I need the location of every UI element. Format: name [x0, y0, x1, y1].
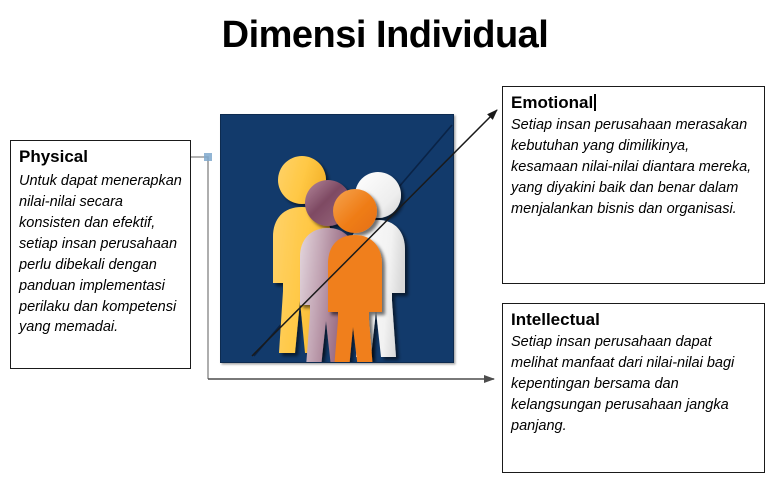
callout-intellectual-body: Setiap insan perusahaan dapat melihat ma… [511, 334, 735, 434]
callout-emotional-body: Setiap insan perusahaan merasakan kebutu… [511, 117, 752, 217]
callout-physical-body: Untuk dapat menerapkan nilai-nilai secar… [19, 173, 182, 336]
callout-intellectual: Intellectual Setiap insan perusahaan dap… [502, 303, 765, 473]
silhouettes-svg [253, 124, 453, 362]
callout-physical: Physical Untuk dapat menerapkan nilai-ni… [10, 140, 191, 369]
callout-emotional: Emotional Setiap insan perusahaan merasa… [502, 86, 765, 284]
page-title: Dimensi Individual [221, 14, 549, 56]
text-cursor-caret [594, 94, 596, 111]
four-people-silhouettes-image [220, 114, 454, 363]
callout-physical-title: Physical [19, 147, 88, 166]
callout-intellectual-title: Intellectual [511, 310, 600, 329]
callout-emotional-title: Emotional [511, 92, 756, 113]
callout-emotional-title-text: Emotional [511, 93, 594, 112]
